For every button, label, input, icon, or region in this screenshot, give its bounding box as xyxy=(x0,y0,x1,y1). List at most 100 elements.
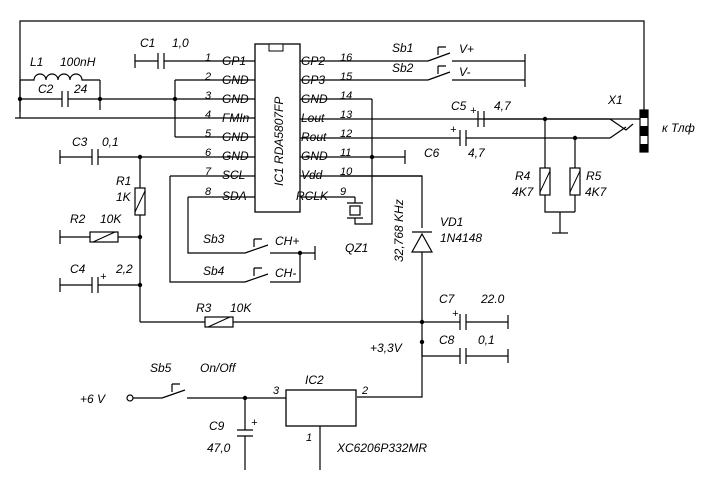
r4-node xyxy=(542,116,548,122)
c7: C7 22.0 + xyxy=(422,292,509,330)
ic1-pin-num-13: 13 xyxy=(340,109,353,121)
ic1-body xyxy=(254,43,301,213)
sb3-ref: Sb3 xyxy=(203,232,225,246)
sb3-wire xyxy=(187,197,315,254)
c8-value: 0,1 xyxy=(478,333,495,347)
sb2: Sb2 V- xyxy=(340,54,526,87)
r2: R2 10K xyxy=(59,212,140,244)
ic1-pin-num-1: 1 xyxy=(205,52,211,64)
qz1-plates xyxy=(347,202,363,219)
x1-label: к Тлф xyxy=(662,121,695,135)
ic1-pin-num-2: 2 xyxy=(204,71,211,83)
r4-value: 4K7 xyxy=(512,185,535,199)
qz1-wire xyxy=(354,197,373,225)
vd1-triangle xyxy=(410,232,434,253)
r1: R1 1K xyxy=(116,157,146,322)
c3: C3 0,1 xyxy=(59,135,143,165)
qz1-ref: QZ1 xyxy=(345,241,368,255)
c6-symbol xyxy=(459,130,575,146)
sb4-ref: Sb4 xyxy=(203,264,225,278)
r4-ref: R4 xyxy=(515,169,531,183)
ic1-pin-num-15: 15 xyxy=(340,71,353,83)
ic1-left-pin-stubs xyxy=(15,60,255,198)
sb5-contact xyxy=(161,383,186,399)
sb3-label: CH+ xyxy=(275,234,299,248)
sb4-label: CH- xyxy=(275,266,296,280)
c9-plus: + xyxy=(251,417,258,429)
ic1-pin-num-14: 14 xyxy=(340,90,352,102)
c5-value: 4,7 xyxy=(494,99,512,113)
sb2-ref: Sb2 xyxy=(392,61,414,75)
sb2-label: V- xyxy=(459,65,471,79)
ic1-pin-name-11: GND xyxy=(301,149,328,163)
c8-symbol xyxy=(421,342,508,364)
qz1-value: 32,768 KHz xyxy=(392,199,406,262)
ic1-pin-name-8: SDA xyxy=(222,189,247,203)
ic1-pin-name-9: RCLK xyxy=(296,189,329,203)
sb2-contact xyxy=(427,65,451,81)
c9-value: 47,0 xyxy=(207,441,231,455)
vd1: VD1 1N4148 xyxy=(340,175,482,345)
sb4-wire xyxy=(169,176,301,283)
sb4: Sb4 CH- xyxy=(169,176,303,283)
c1-value: 1,0 xyxy=(172,36,189,50)
ic1-pin-name-10: Vdd xyxy=(301,168,323,182)
rail-label: +3,3V xyxy=(370,341,403,355)
r2-value: 10K xyxy=(100,212,122,226)
c6: C6 4,7 + xyxy=(424,124,575,160)
c1-ref: C1 xyxy=(140,36,155,50)
sb5-label: On/Off xyxy=(200,361,237,375)
sb1: Sb1 V+ xyxy=(340,41,525,62)
c5: C5 4,7 + xyxy=(451,99,545,127)
r3: R3 10K xyxy=(140,301,422,328)
ic1-pin-num-3: 3 xyxy=(205,90,212,102)
r5-hatch xyxy=(569,170,581,193)
ic2-pin-out: 2 xyxy=(361,385,368,397)
c3-ref: C3 xyxy=(72,135,88,149)
sb4-contact xyxy=(244,267,269,283)
r4-hatch xyxy=(539,170,551,193)
ic1-label: IC1 RDA5807FP xyxy=(272,97,286,186)
ic2-pin-gnd: 1 xyxy=(306,432,312,444)
ic2-ref: IC2 xyxy=(305,373,324,387)
vd1-value: 1N4148 xyxy=(440,231,482,245)
c9-symbol xyxy=(237,398,253,470)
ic1-pin-num-4: 4 xyxy=(205,109,211,121)
vd1-ref: VD1 xyxy=(440,215,463,229)
c4-plus: + xyxy=(100,271,107,283)
c9: C9 47,0 + xyxy=(207,398,258,470)
c5-ref: C5 xyxy=(451,99,467,113)
gnd-bus-node-1 xyxy=(172,96,178,102)
sb3-contact xyxy=(244,238,269,254)
c9-ref: C9 xyxy=(209,419,225,433)
r4-wire xyxy=(544,119,575,233)
r3-ref: R3 xyxy=(196,301,212,315)
c5-symbol xyxy=(477,111,545,127)
tank-right-rail xyxy=(99,80,175,110)
c4-symbol xyxy=(60,277,140,293)
r1-ref: R1 xyxy=(116,174,131,188)
sb1-label: V+ xyxy=(459,42,474,56)
c4: C4 2,2 + xyxy=(59,262,140,293)
r3-value: 10K xyxy=(230,301,252,315)
ic1-pin-num-12: 12 xyxy=(340,128,352,140)
c8-ref: C8 xyxy=(439,333,455,347)
ic1-pin-num-5: 5 xyxy=(205,128,212,140)
ic2-body xyxy=(285,389,357,427)
r2-hatch xyxy=(92,231,116,243)
sb5: +6 V Sb5 On/Off xyxy=(80,361,286,406)
r5: R5 4K7 xyxy=(569,135,608,212)
x1: X1 к Тлф xyxy=(607,93,695,153)
power-input-terminal xyxy=(126,394,134,402)
r5-ref: R5 xyxy=(586,169,602,183)
ic2-pin-in: 3 xyxy=(273,385,280,397)
x1-plug-ring1 xyxy=(640,110,648,118)
c6-value: 4,7 xyxy=(468,146,486,160)
l1-coil xyxy=(20,73,100,81)
sb1-contact xyxy=(427,46,451,62)
ic1-pin-name-6: GND xyxy=(222,149,249,163)
sb1-ref: Sb1 xyxy=(392,41,413,55)
ic1-pin-num-11: 11 xyxy=(340,147,351,159)
ic2-part: XC6206P332MR xyxy=(336,441,427,455)
